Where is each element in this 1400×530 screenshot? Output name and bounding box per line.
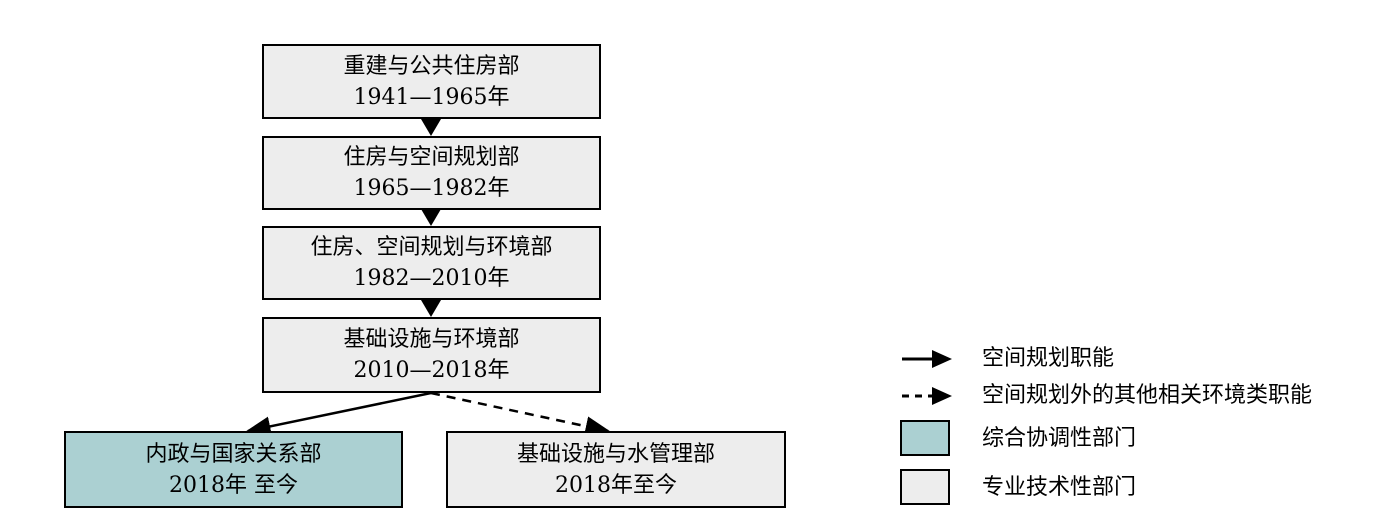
node-period: 1941—1965年 bbox=[353, 84, 510, 110]
node-infrastructure-water-ministry: 基础设施与水管理部 2018年至今 bbox=[446, 431, 786, 508]
legend-coordinating: 综合协调性部门 bbox=[898, 420, 1378, 460]
solid-arrow-icon bbox=[902, 350, 952, 368]
node-name: 重建与公共住房部 bbox=[343, 53, 520, 79]
node-period: 2010—2018年 bbox=[353, 358, 510, 383]
node-name: 住房、空间规划与环境部 bbox=[310, 235, 553, 260]
node-name: 住房与空间规划部 bbox=[343, 145, 520, 170]
arrow-n2-n3 bbox=[421, 209, 441, 226]
node-period: 1982—2010年 bbox=[353, 266, 510, 291]
arrow-n3-n4 bbox=[421, 300, 441, 317]
node-housing-spatial-planning-environment-ministry: 住房、空间规划与环境部 1982—2010年 bbox=[262, 226, 601, 300]
node-period: 1965—1982年 bbox=[353, 176, 510, 201]
legend-solid-arrow: 空间规划职能 bbox=[898, 340, 1378, 380]
node-name: 基础设施与环境部 bbox=[343, 327, 520, 352]
legend-specialized: 专业技术性部门 bbox=[898, 469, 1378, 509]
node-name: 基础设施与水管理部 bbox=[516, 441, 715, 467]
node-name: 内政与国家关系部 bbox=[145, 441, 322, 467]
specialized-swatch bbox=[900, 469, 950, 505]
legend-label-dashed: 空间规划外的其他相关环境类职能 bbox=[982, 383, 1313, 408]
node-period: 2018年至今 bbox=[555, 472, 677, 498]
arrow-n4-n6 bbox=[430, 391, 611, 437]
node-period: 2018年 至今 bbox=[169, 472, 298, 498]
node-reconstruction-ministry: 重建与公共住房部 1941—1965年 bbox=[262, 44, 601, 119]
node-infrastructure-environment-ministry: 基础设施与环境部 2010—2018年 bbox=[262, 317, 601, 393]
legend-label-coordinating: 综合协调性部门 bbox=[982, 426, 1137, 451]
legend-dashed-arrow: 空间规划外的其他相关环境类职能 bbox=[898, 377, 1378, 417]
arrow-n1-n2 bbox=[421, 119, 441, 136]
arrow-n4-n5 bbox=[245, 391, 432, 437]
node-interior-kingdom-relations-ministry: 内政与国家关系部 2018年 至今 bbox=[64, 431, 403, 508]
legend-label-solid: 空间规划职能 bbox=[982, 346, 1115, 371]
legend-label-specialized: 专业技术性部门 bbox=[982, 475, 1137, 500]
coordinating-swatch bbox=[900, 420, 950, 456]
dashed-arrow-icon bbox=[902, 387, 952, 405]
node-housing-spatial-planning-ministry: 住房与空间规划部 1965—1982年 bbox=[262, 136, 601, 210]
